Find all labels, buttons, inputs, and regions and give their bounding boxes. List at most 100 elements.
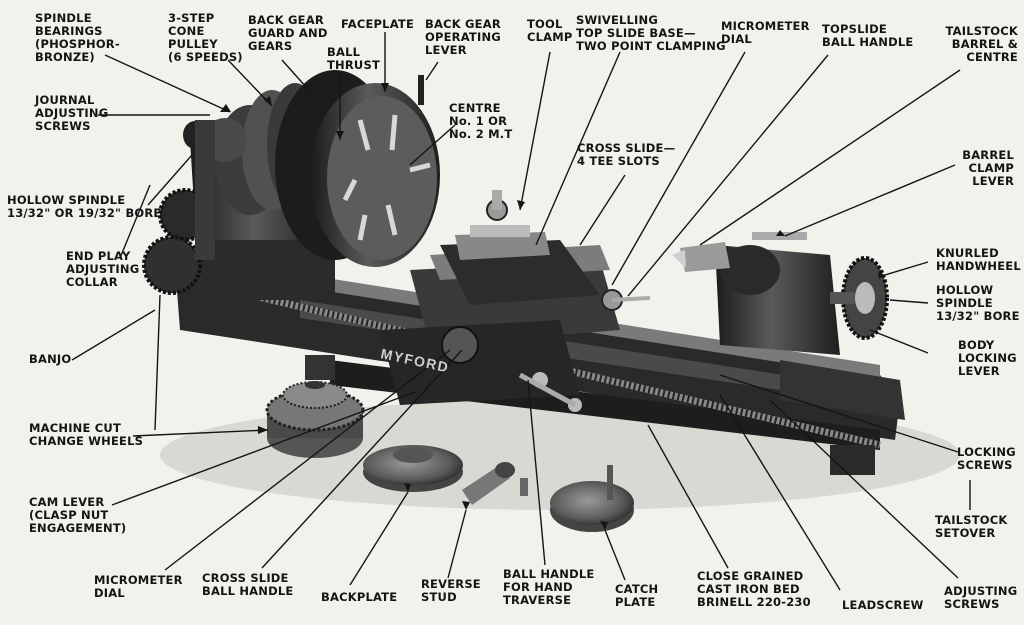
label-line: FOR HAND	[503, 580, 573, 594]
label-line: BODY	[958, 338, 995, 352]
label-line: LEVER	[972, 174, 1014, 188]
change-gears	[142, 120, 215, 295]
label-line: 13/32" OR 19/32" BORE	[7, 206, 162, 220]
label-line: THRUST	[327, 58, 380, 72]
label-line: (CLASP NUT	[29, 508, 109, 522]
label-line: ADJUSTING	[35, 106, 109, 120]
label-leadscrew: LEADSCREW	[842, 599, 924, 612]
label-line: SETOVER	[935, 526, 996, 540]
label-line: ADJUSTING	[66, 262, 140, 276]
label-line: GEARS	[248, 39, 293, 53]
label-line: CLAMP	[968, 161, 1014, 175]
faceplate-part	[275, 70, 440, 267]
label-line: BRINELL 220-230	[697, 595, 811, 609]
label-line: BALL HANDLE	[202, 584, 294, 598]
label-line: DIAL	[721, 32, 752, 46]
label-line: 4 TEE SLOTS	[577, 154, 660, 168]
label-line: CHANGE WHEELS	[29, 434, 144, 448]
label-line: 13/32" BORE	[936, 309, 1020, 323]
label-line: TAILSTOCK	[945, 24, 1018, 38]
label-line: ENGAGEMENT)	[29, 521, 127, 535]
label-line: SWIVELLING	[576, 13, 659, 27]
label-line: MICROMETER	[94, 573, 183, 587]
label-line: LEADSCREW	[842, 598, 924, 612]
label-line: SPINDLE	[35, 11, 92, 25]
label-line: HOLLOW	[936, 283, 994, 297]
arrow-heads	[220, 83, 885, 530]
label-line: CLAMP	[527, 30, 573, 44]
label-line: OPERATING	[425, 30, 501, 44]
label-line: BARREL &	[951, 37, 1018, 51]
label-line: CLOSE GRAINED	[697, 569, 804, 583]
label-line: CAST IRON BED	[697, 582, 800, 596]
label-line: CATCH	[615, 582, 659, 596]
label-line: COLLAR	[66, 275, 118, 289]
label-line: KNURLED	[936, 246, 999, 260]
bed-foot	[830, 445, 875, 475]
label-line: LOCKING	[958, 351, 1017, 365]
label-faceplate: FACEPLATE	[341, 18, 414, 31]
label-line: BALL HANDLE	[503, 567, 595, 581]
bed-foot-left	[305, 355, 335, 380]
label-line: BALL HANDLE	[822, 35, 914, 49]
carriage	[380, 190, 651, 412]
label-line: STUD	[421, 590, 457, 604]
label-line: PLATE	[615, 595, 656, 609]
change-wheel-stack	[265, 381, 365, 458]
label-line: TOOL	[527, 17, 563, 31]
label-line: BACKPLATE	[321, 590, 398, 604]
label-line: HANDWHEEL	[936, 259, 1021, 273]
label-line: TOPSLIDE	[822, 22, 887, 36]
catch-plate-part	[550, 465, 634, 532]
label-line: CAM LEVER	[29, 495, 105, 509]
label-line: CENTRE	[449, 101, 501, 115]
label-line: BARREL	[962, 148, 1014, 162]
label-line: END PLAY	[66, 249, 131, 263]
label-line: CENTRE	[966, 50, 1018, 64]
label-banjo: BANJO	[29, 353, 71, 366]
label-line: LEVER	[958, 364, 1000, 378]
tailstock	[672, 232, 889, 355]
label-cross-slide: CROSS SLIDE—4 TEE SLOTS	[577, 142, 675, 168]
label-line: JOURNAL	[35, 93, 95, 107]
label-line: BACK GEAR	[248, 13, 324, 27]
label-line: TRAVERSE	[503, 593, 572, 607]
label-line: No. 1 OR	[449, 114, 508, 128]
label-line: ADJUSTING	[944, 584, 1018, 598]
label-line: GUARD AND	[248, 26, 328, 40]
label-line: TAILSTOCK	[935, 513, 1008, 527]
label-line: LOCKING	[957, 445, 1016, 459]
label-line: (6 SPEEDS)	[168, 50, 243, 64]
label-line: FACEPLATE	[341, 17, 414, 31]
label-line: HOLLOW SPINDLE	[7, 193, 126, 207]
label-line: CONE	[168, 24, 205, 38]
label-line: BALL	[327, 45, 361, 59]
label-line: TOP SLIDE BASE—	[576, 26, 696, 40]
label-line: 3-STEP	[168, 11, 215, 25]
label-line: TWO POINT CLAMPING	[576, 39, 726, 53]
